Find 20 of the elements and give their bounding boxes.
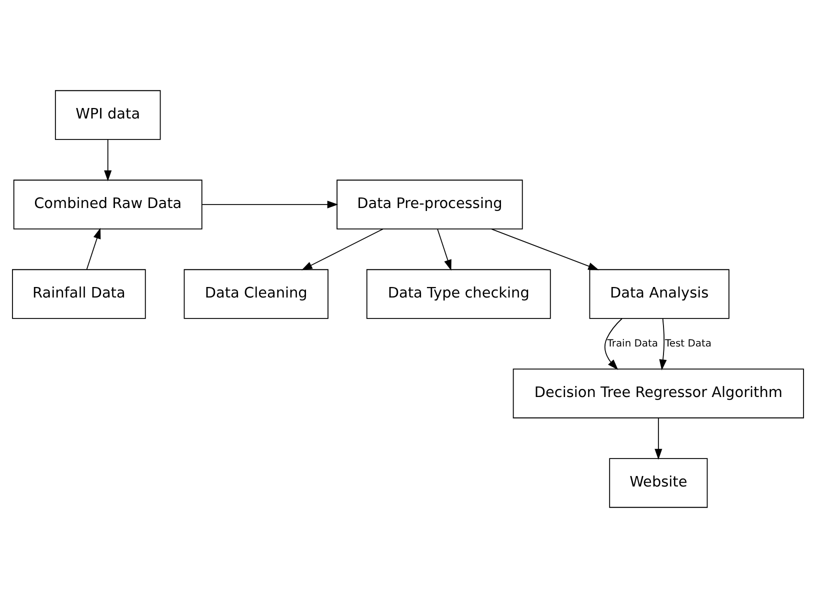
node-box: Rainfall Data xyxy=(12,269,146,319)
node-box: Decision Tree Regressor Algorithm xyxy=(512,368,804,418)
arrow xyxy=(202,200,338,208)
arrow xyxy=(659,318,667,370)
arrow xyxy=(104,139,112,182)
node-box: Data Analysis xyxy=(589,269,730,319)
edge-label: Test Data xyxy=(665,338,712,350)
node-box: Combined Raw Data xyxy=(13,180,202,230)
arrow xyxy=(604,318,623,370)
node-box: Data Pre-processing xyxy=(336,180,523,230)
edge-label: Train Data xyxy=(607,338,658,350)
arrow xyxy=(654,418,662,460)
node-box: Website xyxy=(609,458,708,508)
arrow xyxy=(301,228,384,270)
arrow xyxy=(491,228,600,270)
arrow xyxy=(86,228,101,270)
node-box: WPI data xyxy=(54,90,161,140)
node-box: Data Type checking xyxy=(366,269,551,319)
arrow xyxy=(437,228,452,271)
node-box: Data Cleaning xyxy=(184,269,328,319)
